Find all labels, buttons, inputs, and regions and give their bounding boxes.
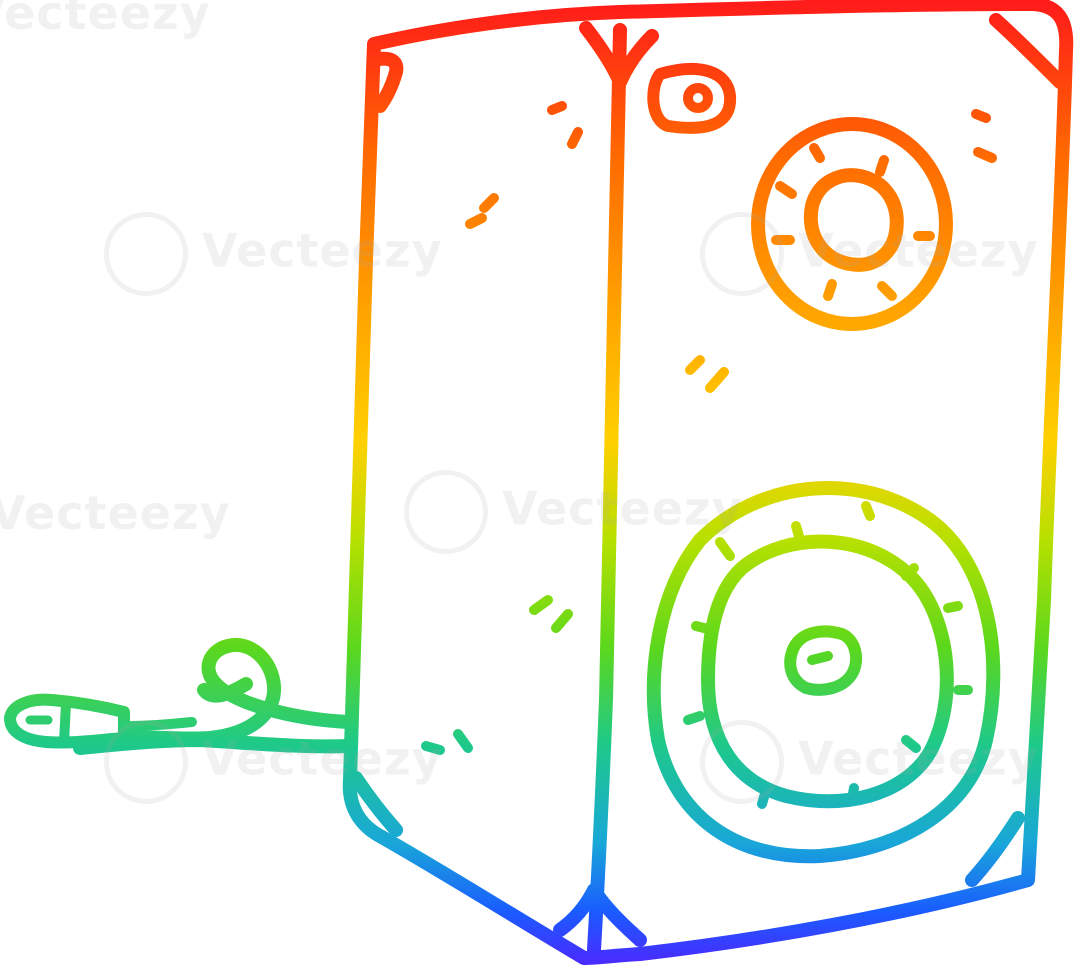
woofer-bolt bbox=[901, 563, 919, 581]
power-light bbox=[647, 62, 737, 134]
highlight-dash bbox=[465, 213, 487, 229]
jack-plug-ring bbox=[59, 699, 71, 747]
woofer-bolt bbox=[691, 621, 717, 635]
woofer-bolt bbox=[943, 601, 963, 613]
tweeter-outer-ring bbox=[751, 117, 953, 331]
highlight-dash bbox=[479, 193, 499, 213]
woofer-bolt bbox=[901, 735, 921, 753]
jack-plug bbox=[4, 693, 130, 749]
woofer-bolt bbox=[715, 537, 735, 561]
power-light-center bbox=[683, 83, 713, 113]
woofer-outer-ring bbox=[646, 481, 1001, 864]
woofer-bolt bbox=[791, 521, 805, 545]
tweeter-bolt bbox=[875, 155, 889, 177]
tweeter-bolt bbox=[877, 281, 897, 301]
highlight-dash bbox=[529, 595, 553, 615]
highlight-dash bbox=[971, 109, 991, 123]
corner-bevel-bottom-left bbox=[349, 771, 403, 837]
woofer-bolt bbox=[683, 711, 705, 725]
highlight-dash bbox=[547, 101, 567, 115]
cabinet-outline bbox=[342, 0, 1074, 965]
corner-bevel-top-mid bbox=[579, 21, 659, 89]
highlight-dash bbox=[421, 741, 445, 755]
corner-bevel-bottom-mid bbox=[553, 883, 647, 947]
corner-bevel-bottom-right bbox=[965, 811, 1025, 887]
highlight-dash bbox=[705, 367, 729, 393]
woofer-bolt bbox=[861, 501, 875, 521]
woofer-bolt bbox=[847, 783, 859, 805]
cable-loop bbox=[197, 677, 253, 703]
woofer-middle-ring bbox=[701, 534, 954, 809]
tweeter-bolt bbox=[775, 181, 797, 199]
woofer-bolt bbox=[757, 785, 771, 809]
corner-bevel-top-right bbox=[989, 13, 1067, 89]
woofer-dust-cap bbox=[784, 625, 863, 696]
highlight-dash bbox=[453, 729, 473, 753]
highlight-dash bbox=[685, 355, 705, 375]
tweeter-inner-cone bbox=[803, 168, 904, 272]
tweeter-bolt bbox=[823, 279, 837, 301]
highlight-dash bbox=[973, 147, 997, 163]
woofer-center-dot bbox=[807, 651, 833, 665]
highlight-dash bbox=[567, 127, 583, 149]
jack-plug-sleeve bbox=[127, 717, 197, 731]
cabinet-edge-line bbox=[587, 23, 627, 957]
tweeter-bolt bbox=[809, 143, 825, 163]
highlight-dash bbox=[551, 609, 573, 633]
corner-bevel-top-left bbox=[367, 51, 404, 113]
